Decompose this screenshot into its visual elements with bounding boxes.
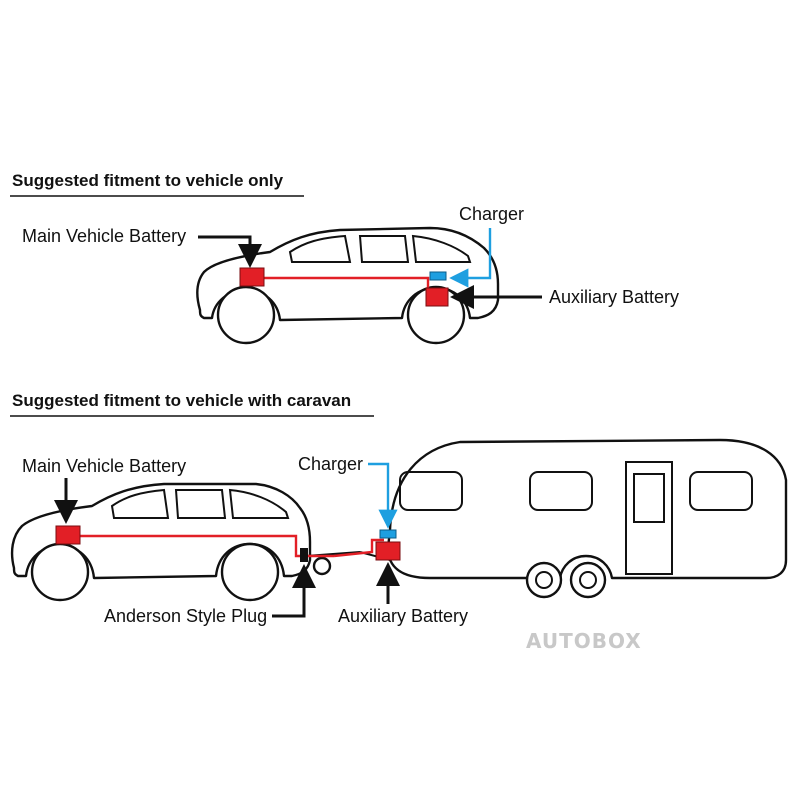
main-battery-top (239, 267, 265, 287)
wire-bottom-caravan (333, 538, 384, 558)
autobox-watermark: AUTOBOX (526, 629, 642, 653)
label-main-battery-top: Main Vehicle Battery (22, 226, 186, 246)
label-charger-top: Charger (459, 204, 524, 224)
aux-battery-bottom (375, 541, 401, 561)
main-battery-bottom (55, 525, 81, 545)
section-bottom-heading: Suggested fitment to vehicle with carava… (12, 391, 351, 410)
label-aux-battery-bottom: Auxiliary Battery (338, 606, 468, 626)
vehicle-bottom (10, 482, 312, 602)
wheel-front-top (216, 285, 276, 345)
label-aux-battery-top: Auxiliary Battery (549, 287, 679, 307)
arrow-charger-top (449, 228, 492, 288)
wire-top (252, 276, 430, 292)
wheel-rear-bottom (220, 542, 280, 602)
wire-bottom-car (66, 534, 334, 558)
arrow-charger-bottom (368, 462, 398, 529)
label-main-battery-bottom: Main Vehicle Battery (22, 456, 186, 476)
arrow-anderson-plug (272, 564, 316, 618)
anderson-plug (300, 552, 308, 562)
label-anderson-plug: Anderson Style Plug (104, 606, 267, 626)
section-top-heading: Suggested fitment to vehicle only (12, 171, 284, 190)
caravan (386, 438, 788, 599)
arrow-main-battery-top (198, 235, 262, 268)
wheel-front-bottom (30, 542, 90, 602)
aux-battery-top (425, 287, 449, 307)
charger-top (429, 271, 447, 281)
label-charger-bottom: Charger (298, 454, 363, 474)
charger-bottom (379, 529, 397, 539)
